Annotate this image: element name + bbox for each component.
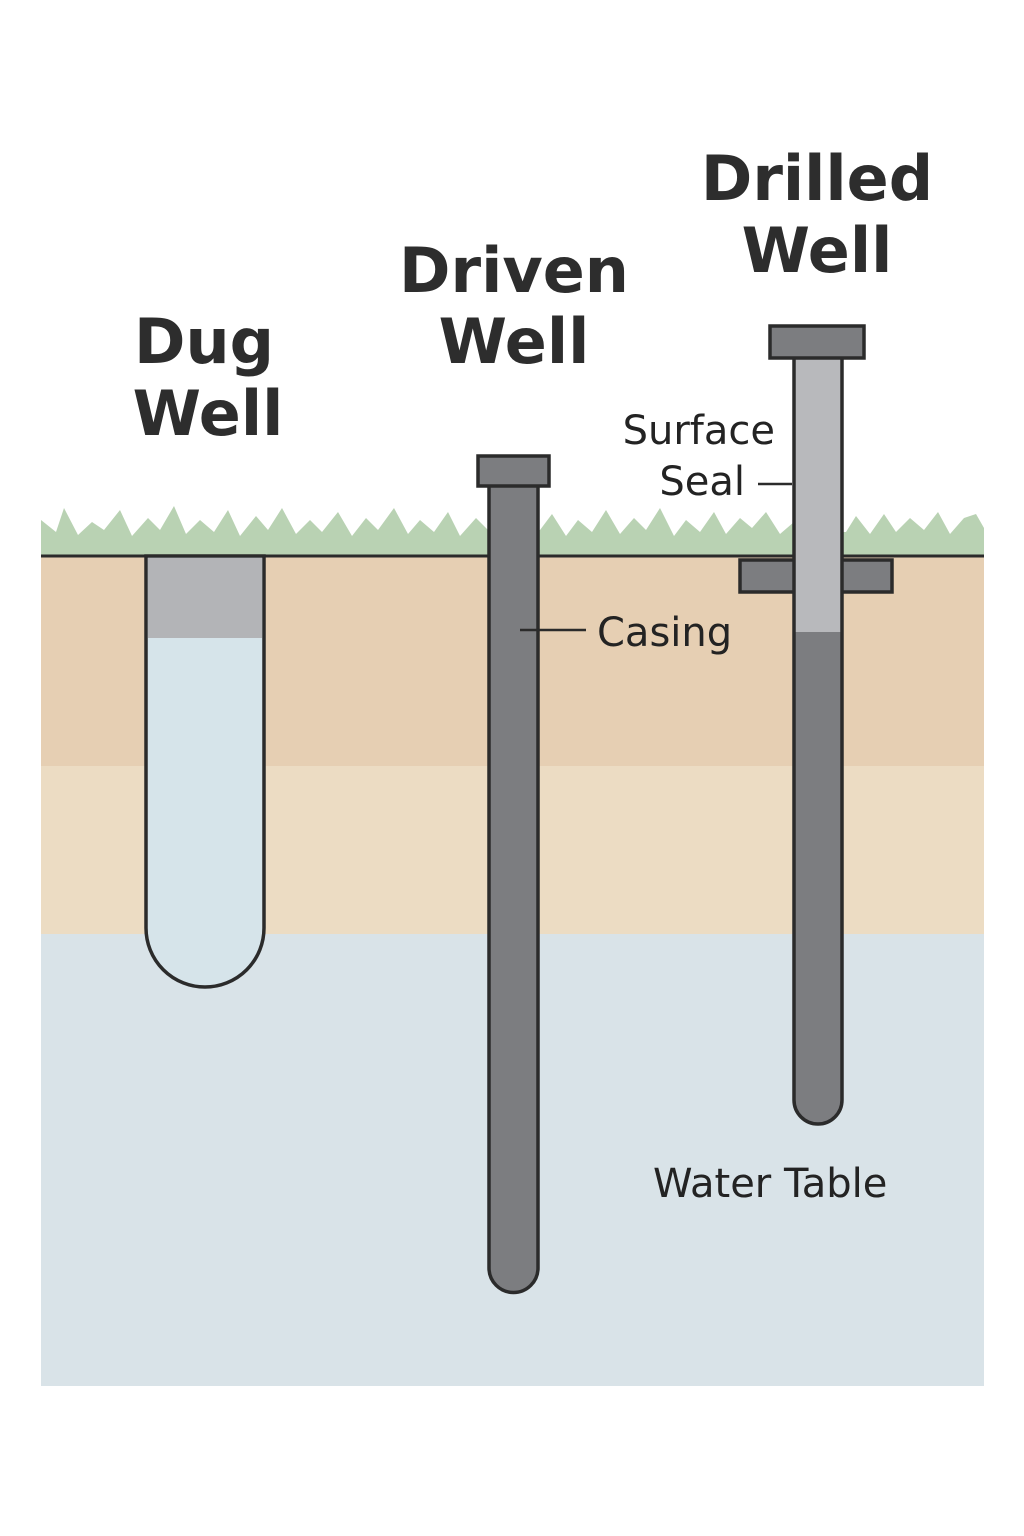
dug-well-title-line1: Dug	[134, 305, 274, 378]
casing-label: Casing	[597, 610, 732, 656]
surface-seal-label-line1: Surface	[623, 408, 775, 454]
water-table-label: Water Table	[653, 1161, 887, 1207]
dug-well-shaft	[144, 554, 266, 989]
drilled-well-upper-casing	[794, 356, 842, 632]
driven-well-cap	[476, 454, 551, 488]
driven-well-title-line1: Driven	[399, 234, 629, 307]
dug-well-upper-fill	[148, 558, 262, 638]
driven-well-pipe	[487, 482, 540, 1295]
drilled-well-cap	[768, 324, 866, 360]
driven-well-title-line2: Well	[439, 305, 590, 378]
dug-well	[144, 554, 266, 989]
drilled-well-title-line1: Drilled	[701, 142, 933, 215]
drilled-well	[738, 324, 894, 1126]
drilled-well-casing-outline	[792, 356, 844, 1126]
dug-well-title-line2: Well	[133, 377, 284, 450]
surface-seal-label-line2: Seal	[659, 459, 745, 505]
drilled-well-title-line2: Well	[742, 214, 893, 287]
drilled-well-lower-casing	[794, 630, 842, 1124]
driven-well	[476, 454, 551, 1295]
